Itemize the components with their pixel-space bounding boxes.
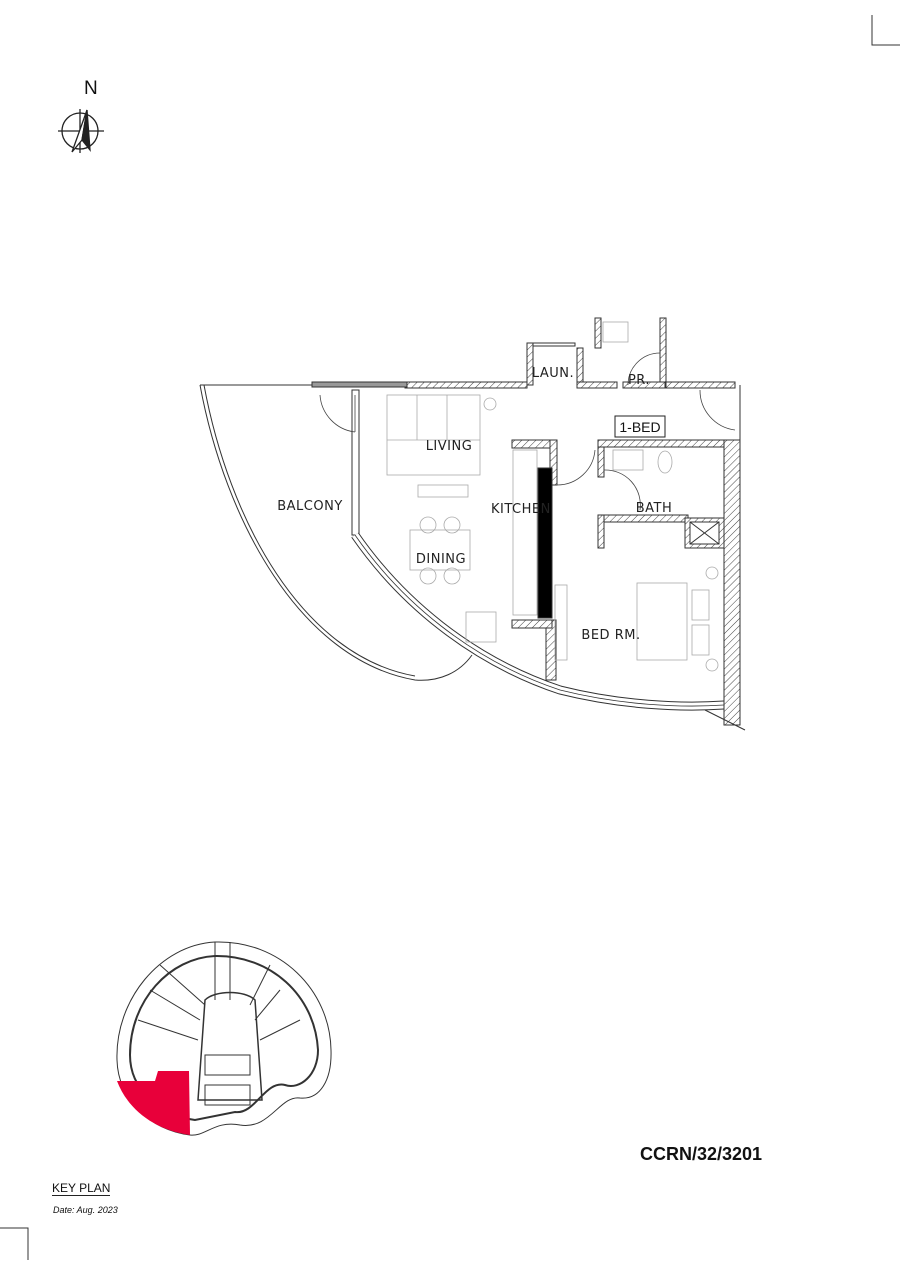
room-label-dining: DINING xyxy=(416,552,466,567)
crop-mark-top-right xyxy=(871,15,900,46)
key-plan-title: KEY PLAN xyxy=(52,1181,111,1196)
room-label-living: LIVING xyxy=(426,439,473,454)
room-label-balcony: BALCONY xyxy=(277,499,343,514)
furniture xyxy=(386,321,719,672)
room-label-powder-room: PR. xyxy=(628,373,650,388)
crop-mark-bottom-left xyxy=(0,1227,29,1260)
north-arrow-icon xyxy=(58,109,104,153)
unit-type-label: 1-BED xyxy=(619,419,660,435)
room-label-kitchen: KITCHEN xyxy=(491,502,551,517)
kitchen-feature-wall xyxy=(537,467,553,619)
unit-type-box xyxy=(614,415,666,438)
walls xyxy=(311,317,746,731)
unit-code: CCRN/32/3201 xyxy=(640,1144,763,1164)
balcony-outline xyxy=(199,384,473,681)
key-plan-diagram xyxy=(116,941,332,1136)
north-label: N xyxy=(84,78,98,99)
doors xyxy=(319,352,736,511)
date-label: Date: Aug. 2023 xyxy=(53,1205,118,1215)
key-plan-unit-highlight xyxy=(117,1071,190,1135)
room-label-bath: BATH xyxy=(636,501,673,516)
room-label-laundry: LAUN. xyxy=(532,366,574,381)
room-label-bedroom: BED RM. xyxy=(581,628,640,643)
